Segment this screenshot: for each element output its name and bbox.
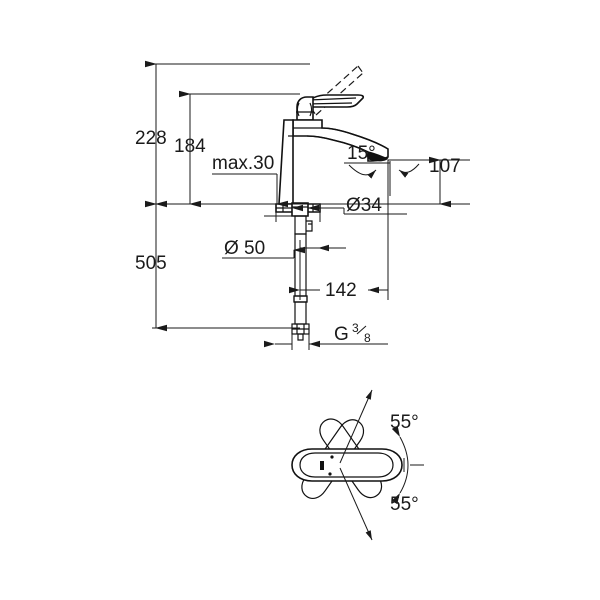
threaded-shank [294, 215, 313, 235]
dim-aerator-angle: 15° [344, 143, 420, 196]
dim-overall-height: 505 [135, 200, 167, 332]
dim-shank-diameter: Ø34 [283, 195, 407, 216]
dim-label-d34: Ø34 [346, 195, 382, 216]
dim-label-184: 184 [174, 136, 206, 157]
hose-end-nut [291, 323, 310, 341]
handle-ghost-lower [319, 418, 383, 499]
elevation-dimension-lines: 228 184 max.30 505 107 [135, 60, 470, 350]
plan-center-axis [403, 458, 424, 472]
dim-swivel-upper: 55° [339, 389, 419, 466]
dim-total-height: 228 [135, 60, 167, 208]
handle-plan-main [291, 448, 403, 482]
dim-base-diameter: Ø 50 [222, 212, 321, 259]
handle-hub [296, 96, 314, 121]
plan-view-handle-swivel: 55° 55° [291, 389, 424, 541]
dim-label-142: 142 [325, 280, 357, 301]
dim-label-107: 107 [429, 156, 461, 177]
dim-label-thread-denominator: 8 [364, 331, 371, 345]
dim-label-max30: max.30 [212, 153, 274, 174]
dim-label-thread-numerator: 3 [352, 321, 359, 335]
dim-label-thread-G: G [334, 324, 349, 345]
handle-ghost-upper [301, 419, 365, 499]
dim-spout-reach: 142 [289, 160, 389, 301]
dim-label-55-lower: 55° [390, 494, 419, 515]
dim-label-d50: Ø 50 [224, 238, 265, 259]
dim-label-228: 228 [135, 128, 167, 149]
dim-outlet-height: 107 [429, 156, 461, 208]
dim-connection-thread: G 3 8 [264, 321, 388, 350]
dim-label-15deg: 15° [347, 143, 376, 164]
dim-spout-height: 184 [174, 90, 206, 208]
dim-label-55-upper: 55° [390, 412, 419, 433]
faucet-column [278, 119, 294, 205]
dim-swivel-lower: 55° [339, 464, 419, 541]
flexible-hose-lower [294, 301, 307, 325]
dim-max-deck-thickness: max.30 [212, 153, 288, 208]
aerator-outlet [366, 151, 389, 162]
dim-label-505: 505 [135, 253, 167, 274]
shank-collar [291, 202, 309, 217]
